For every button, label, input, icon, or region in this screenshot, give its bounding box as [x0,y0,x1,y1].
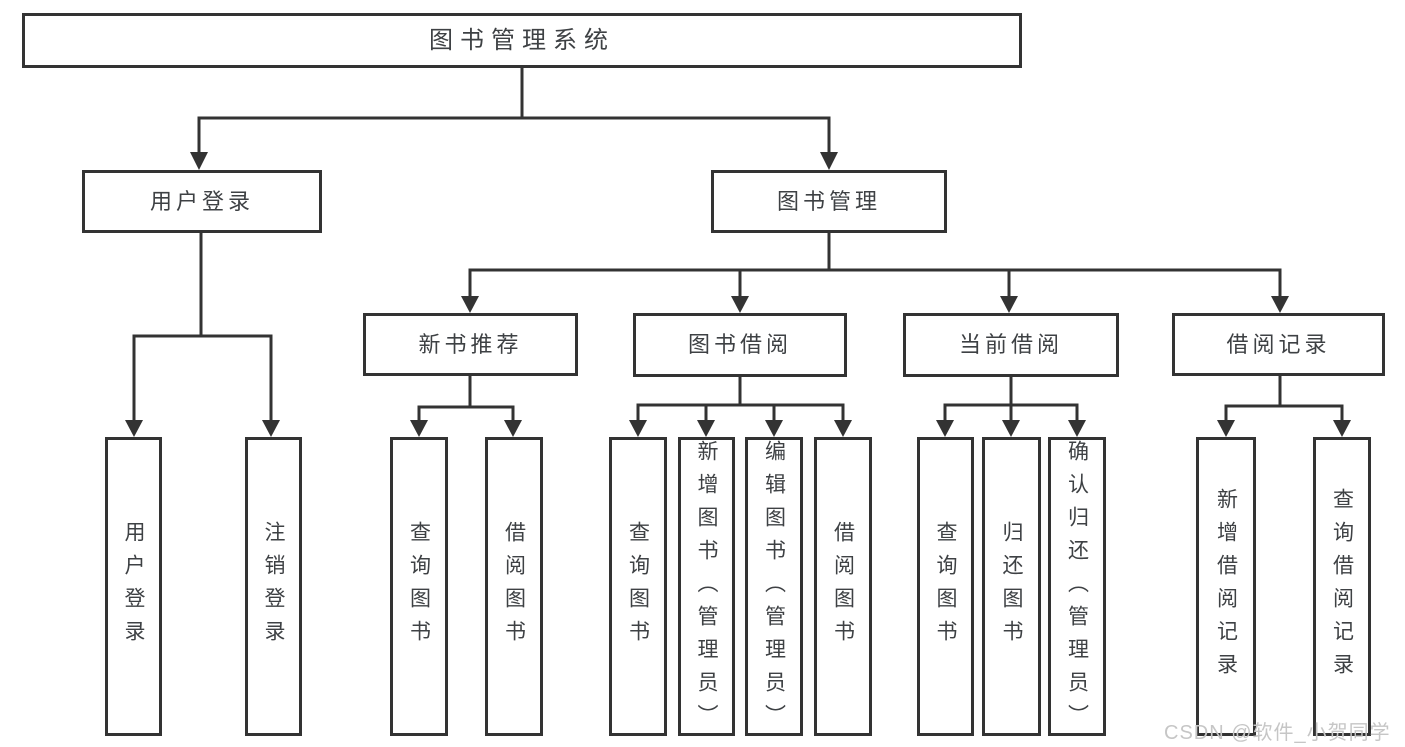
node-label: 当前借阅 [958,332,1063,357]
leaf-current-confirm-return-admin: 确认归还（管理员） [1048,437,1106,737]
node-label: 归还图书 [1000,520,1023,653]
node-label: 查询图书 [407,520,431,653]
node-label: 新增图书（管理员） [695,440,718,737]
connector-paths [132,66,1344,424]
leaf-newbook-borrow-books: 借阅图书 [485,437,543,736]
leaf-newbook-query-books: 查询图书 [390,437,448,736]
node-user-login: 用户登录 [82,170,322,233]
node-label: 新书推荐 [418,331,523,357]
leaf-current-return-books: 归还图书 [982,437,1041,736]
node-label: 用户登录 [122,520,145,653]
node-label: 借阅图书 [831,520,855,653]
node-label: 图书借阅 [687,332,792,357]
node-label: 用户登录 [149,188,254,214]
node-current-borrow: 当前借阅 [903,313,1119,377]
node-book-management: 图书管理 [711,170,947,233]
leaf-user-login: 用户登录 [105,437,162,736]
leaf-records-add-borrow-record: 新增借阅记录 [1196,437,1256,736]
node-label: 新增借阅记录 [1214,487,1238,686]
leaf-borrow-query-books: 查询图书 [609,437,667,736]
arrowheads [125,152,1351,437]
node-label: 注销登录 [262,520,285,653]
node-new-book-recommend: 新书推荐 [363,313,578,376]
leaf-records-query-borrow-record: 查询借阅记录 [1313,437,1371,736]
leaf-borrow-add-books-admin: 新增图书（管理员） [678,437,735,737]
node-label: 查询图书 [626,520,650,653]
leaf-borrow-borrow-books: 借阅图书 [814,437,872,736]
leaf-current-query-books: 查询图书 [917,437,974,736]
watermark: CSDN @软件_小贺同学 [1164,722,1391,744]
node-label: 图书管理 [776,188,881,214]
node-label: 查询借阅记录 [1330,487,1354,686]
node-label: 图书管理系统 [429,26,615,54]
node-label: 确认归还（管理员） [1065,440,1089,737]
node-label: 借阅记录 [1226,331,1331,357]
node-library-management-system: 图书管理系统 [22,13,1022,68]
node-borrow-records: 借阅记录 [1172,313,1385,376]
node-label: 借阅图书 [502,520,526,653]
node-label: 查询图书 [934,520,957,653]
leaf-logout: 注销登录 [245,437,302,736]
leaf-borrow-edit-books-admin: 编辑图书（管理员） [745,437,803,737]
node-label: 编辑图书（管理员） [762,440,786,737]
node-book-borrow: 图书借阅 [633,313,847,377]
